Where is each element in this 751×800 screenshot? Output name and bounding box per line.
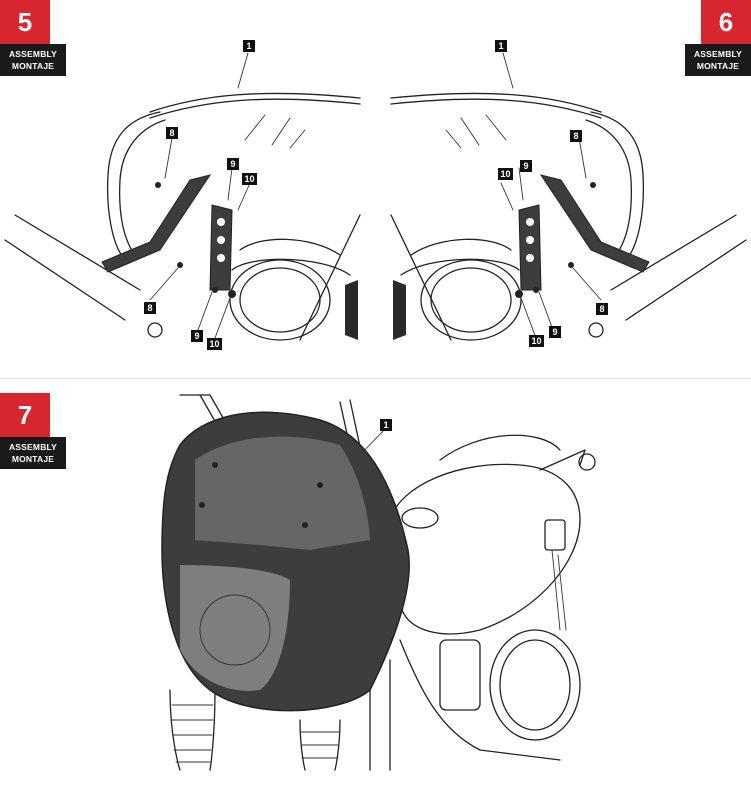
step-5-badge: 5 ASSEMBLY MONTAJE xyxy=(0,0,66,76)
s5-callout-10-bottom: 10 xyxy=(207,338,222,350)
step-7-label-en: ASSEMBLY xyxy=(8,442,58,452)
s5-callout-1: 1 xyxy=(243,40,255,52)
step-6-badge: 6 ASSEMBLY MONTAJE xyxy=(685,0,751,76)
s6-callout-9-bottom: 9 xyxy=(549,326,561,338)
step-5-illustration xyxy=(4,52,361,341)
s5-callout-8-top: 8 xyxy=(166,127,178,139)
s6-callout-10-bottom: 10 xyxy=(529,335,544,347)
step-7-label: ASSEMBLY MONTAJE xyxy=(0,437,66,469)
step-7-illustration xyxy=(161,394,596,771)
step-6-illustration xyxy=(390,52,747,341)
s5-callout-9-top: 9 xyxy=(227,158,239,170)
s6-callout-8-top: 8 xyxy=(570,130,582,142)
s6-callout-1: 1 xyxy=(495,40,507,52)
step-5-number: 5 xyxy=(0,0,50,44)
step-6-number: 6 xyxy=(701,0,751,44)
s6-callout-8-bottom: 8 xyxy=(596,303,608,315)
step-6-label-es: MONTAJE xyxy=(696,61,740,71)
step-6-label-en: ASSEMBLY xyxy=(693,49,743,59)
step-7-badge: 7 ASSEMBLY MONTAJE xyxy=(0,393,66,469)
step-5-label: ASSEMBLY MONTAJE xyxy=(0,44,66,76)
step-5-label-es: MONTAJE xyxy=(11,61,55,71)
s7-callout-1: 1 xyxy=(380,419,392,431)
s5-callout-8-bottom: 8 xyxy=(144,302,156,314)
step-7-label-es: MONTAJE xyxy=(11,454,55,464)
s5-callout-9-bottom: 9 xyxy=(191,330,203,342)
step-7-number: 7 xyxy=(0,393,50,437)
section-divider xyxy=(0,378,751,379)
s6-callout-10-top: 10 xyxy=(498,168,513,180)
s6-callout-9-top: 9 xyxy=(520,160,532,172)
step-5-label-en: ASSEMBLY xyxy=(8,49,58,59)
step-6-label: ASSEMBLY MONTAJE xyxy=(685,44,751,76)
s5-callout-10-top: 10 xyxy=(242,173,257,185)
